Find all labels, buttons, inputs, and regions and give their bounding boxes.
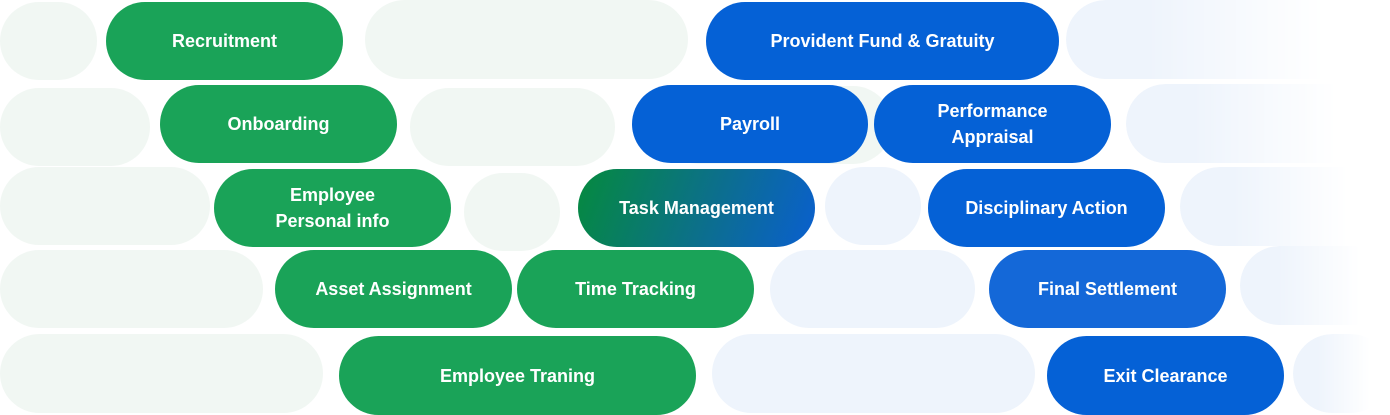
module-time-tracking[interactable]: Time Tracking [517, 250, 754, 328]
ghost-pill [0, 334, 323, 413]
ghost-pill [1066, 0, 1390, 79]
module-label-line-1: Performance [937, 101, 1048, 121]
module-label: Recruitment [171, 31, 278, 51]
module-label-line-1: Employee [289, 185, 376, 205]
module-label: Final Settlement [1037, 279, 1178, 299]
ghost-pill [0, 250, 263, 328]
module-recruitment[interactable]: Recruitment [106, 2, 343, 80]
ghost-pill [1293, 334, 1390, 413]
ghost-pill [712, 334, 1035, 413]
ghost-pill [0, 88, 150, 166]
module-performance-appraisal[interactable]: Performance Appraisal [874, 85, 1111, 163]
ghost-pill [464, 173, 560, 251]
ghost-pill [0, 2, 97, 80]
ghost-pill [365, 0, 688, 79]
module-label-line-2: Personal info [275, 211, 390, 231]
module-employee-personal-info[interactable]: Employee Personal info [214, 169, 451, 247]
ghost-pill [410, 88, 615, 166]
ghost-pill [1180, 167, 1390, 246]
module-task-management[interactable]: Task Management [578, 169, 815, 247]
module-label: Provident Fund & Gratuity [770, 31, 995, 51]
module-exit-clearance[interactable]: Exit Clearance [1047, 336, 1284, 415]
ghost-pill [1240, 246, 1390, 325]
module-label: Disciplinary Action [965, 198, 1128, 218]
module-label: Employee Traning [439, 365, 596, 386]
module-disciplinary-action[interactable]: Disciplinary Action [928, 169, 1165, 247]
module-employee-training[interactable]: Employee Traning [339, 336, 696, 415]
ghost-pill [825, 167, 921, 245]
module-payroll[interactable]: Payroll [632, 85, 868, 163]
module-label-line-2: Appraisal [951, 127, 1034, 147]
module-label: Asset Assignment [315, 279, 472, 299]
ghost-pill [770, 250, 975, 328]
module-label: Time Tracking [575, 279, 696, 299]
ghost-pill [0, 167, 210, 245]
ghost-pill [1126, 84, 1390, 163]
module-label: Payroll [719, 114, 781, 134]
module-label: Onboarding [227, 114, 330, 134]
module-label: Task Management [619, 198, 774, 218]
module-onboarding[interactable]: Onboarding [160, 85, 397, 163]
module-label: Exit Clearance [1103, 365, 1228, 386]
module-asset-assignment[interactable]: Asset Assignment [275, 250, 512, 328]
module-provident-fund-gratuity[interactable]: Provident Fund & Gratuity [706, 2, 1059, 80]
module-final-settlement[interactable]: Final Settlement [989, 250, 1226, 328]
